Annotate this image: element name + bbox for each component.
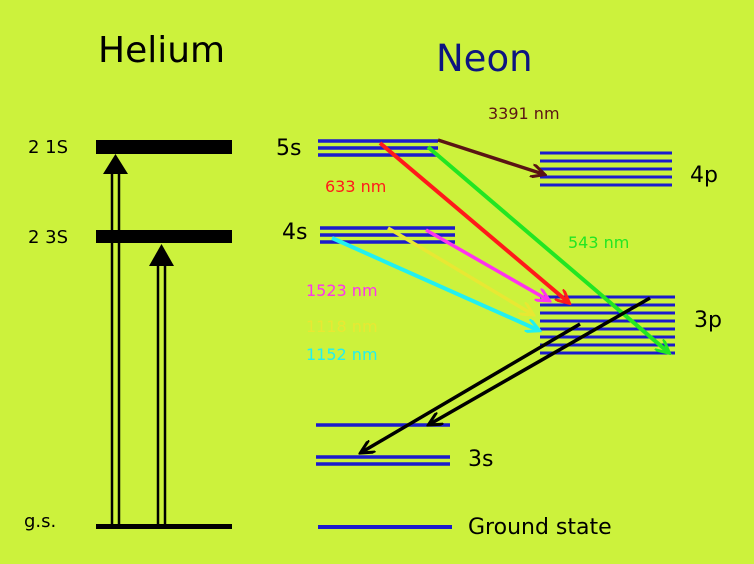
neon-label-3p: 3p (694, 308, 722, 333)
helium-excitation-arrow-2-3s (149, 244, 174, 524)
helium-label-ground: g.s. (24, 511, 56, 532)
neon-level-3s (316, 423, 450, 466)
helium-level-2-3s (96, 230, 232, 243)
neon-label-ground: Ground state (468, 515, 612, 540)
transition-arrow-1523nm (425, 228, 548, 300)
helium-excitation-arrow-2-1s (103, 154, 128, 524)
transition-arrow-1118nm (387, 226, 532, 314)
helium-ground-level (96, 524, 232, 529)
helium-level-2-1s (96, 140, 232, 154)
wavelength-label-1118nm: 1118 nm (306, 317, 378, 336)
transition-arrow-1152nm (331, 236, 538, 330)
neon-level-4p (540, 151, 672, 187)
neon-label-3s: 3s (468, 447, 493, 472)
wavelength-label-633nm: 633 nm (325, 177, 386, 196)
transition-arrow-543nm (426, 145, 668, 352)
transition-arrow-633nm (378, 141, 568, 302)
neon-title: Neon (436, 37, 533, 80)
helium-label-2-1s: 2 1S (28, 137, 68, 158)
neon-label-5s: 5s (276, 136, 301, 161)
helium-title: Helium (98, 30, 225, 71)
neon-label-4s: 4s (282, 220, 307, 245)
transition-arrow-3391nm (437, 138, 543, 174)
wavelength-label-3391nm: 3391 nm (488, 104, 560, 123)
wavelength-label-1523nm: 1523 nm (306, 281, 378, 300)
wavelength-label-1152nm: 1152 nm (306, 345, 378, 364)
decay-arrow-3p-3s-lower (362, 322, 581, 452)
wavelength-label-543nm: 543 nm (568, 233, 629, 252)
neon-level-3p (540, 295, 675, 355)
helium-label-2-3s: 2 3S (28, 227, 68, 248)
decay-arrow-3p-3s-upper (430, 296, 651, 424)
neon-label-4p: 4p (690, 163, 718, 188)
neon-level-5s (318, 139, 438, 157)
